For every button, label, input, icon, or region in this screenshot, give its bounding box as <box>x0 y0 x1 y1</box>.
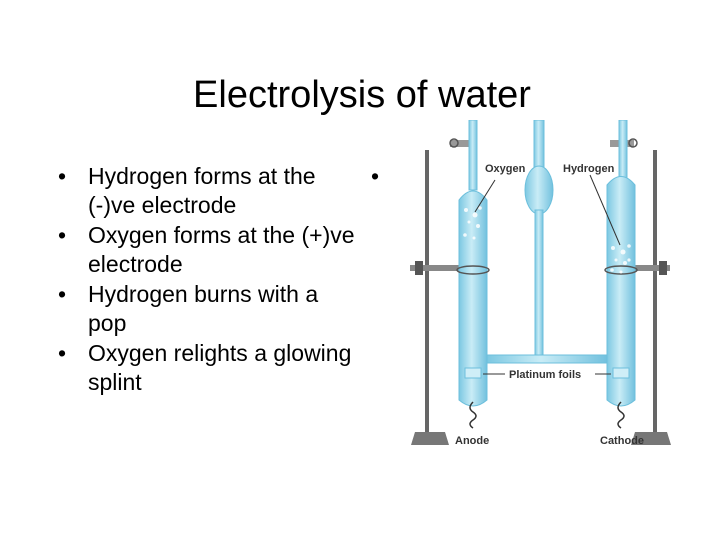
bullet-marker: • <box>58 340 67 366</box>
bullet-marker: • <box>58 281 67 307</box>
bullet-text: Oxygen forms at the (+)ve electrode <box>88 222 355 277</box>
bullet-list: • Hydrogen forms at the (-)ve electrode … <box>58 162 358 398</box>
bullet-text: Oxygen relights a glowing splint <box>88 340 352 395</box>
oxygen-pointer <box>474 179 496 213</box>
anode-label: Anode <box>455 435 489 447</box>
cathode-wire <box>617 401 625 429</box>
center-reservoir <box>524 120 554 361</box>
cathode-tube <box>604 176 638 407</box>
anode-wire <box>469 401 477 429</box>
electrolysis-apparatus-diagram: Oxygen Hydrogen Platinum foils Anode Cat… <box>410 120 671 447</box>
bullet-item: • Oxygen forms at the (+)ve electrode <box>58 221 358 279</box>
bullet-text: Hydrogen burns with a pop <box>88 281 319 336</box>
left-stand <box>410 150 460 445</box>
connecting-tube <box>486 354 608 364</box>
hydrogen-pointer <box>589 174 621 246</box>
bullet-item: • Hydrogen forms at the (-)ve electrode <box>58 162 358 220</box>
slide-title: Electrolysis of water <box>193 74 531 116</box>
right-stand <box>620 150 671 445</box>
bullet-marker: • <box>58 163 67 189</box>
bullet-item: • Hydrogen burns with a pop <box>58 280 358 338</box>
empty-bullet-marker: • <box>371 163 380 189</box>
platinum-foils-label: Platinum foils <box>509 369 581 381</box>
left-stopcock <box>449 120 478 191</box>
cathode-label: Cathode <box>600 435 644 447</box>
bullet-marker: • <box>58 222 67 248</box>
bullet-text: Hydrogen forms at the (-)ve electrode <box>88 163 316 218</box>
bullet-item: • Oxygen relights a glowing splint <box>58 339 358 397</box>
hydrogen-label: Hydrogen <box>563 163 615 175</box>
anode-tube <box>456 190 490 407</box>
oxygen-label: Oxygen <box>485 163 526 175</box>
